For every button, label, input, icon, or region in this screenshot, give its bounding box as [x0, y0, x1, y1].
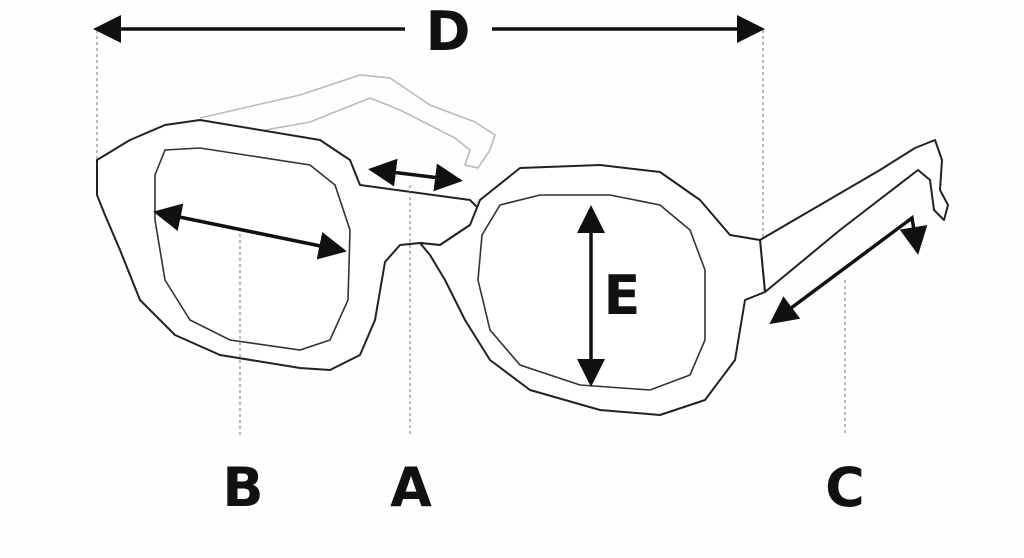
arrow-a: [368, 158, 463, 192]
label-c: C: [825, 456, 865, 519]
right-lens: [477, 194, 706, 391]
label-b: B: [222, 456, 263, 519]
near-temple: [759, 139, 949, 293]
label-d: D: [426, 0, 471, 63]
arrow-b: [153, 203, 347, 260]
label-e: E: [604, 264, 641, 327]
arrow-c: [769, 214, 928, 325]
far-temple: [199, 74, 496, 169]
label-a: A: [390, 456, 432, 519]
